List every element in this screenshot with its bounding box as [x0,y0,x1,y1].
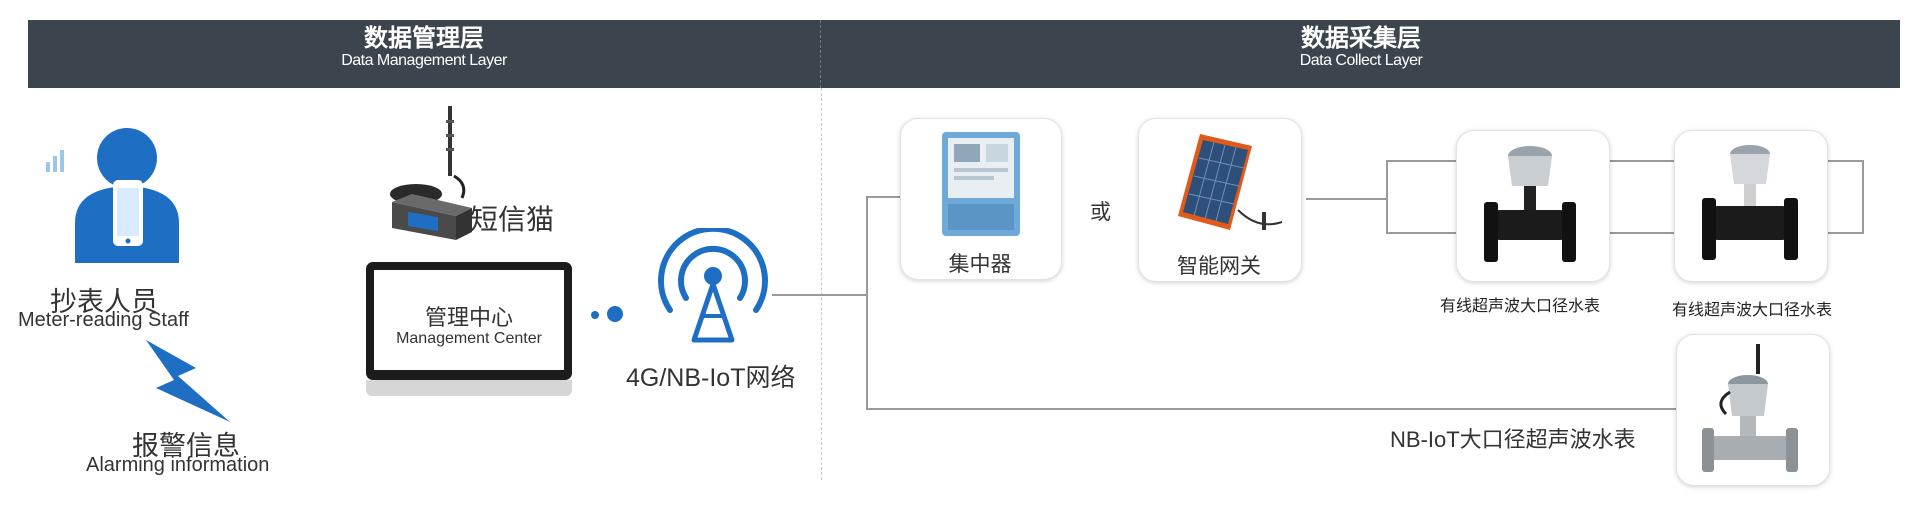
ultrasonic-meter2-icon [1702,145,1798,260]
meter1-link-line [1386,160,1458,162]
gateway-label: 智能网关 [1177,255,1261,278]
meter2-label: 有线超声波大口径水表 [1672,302,1833,319]
network-tower-icon [658,228,768,343]
meter2-tail-return [1828,232,1864,234]
gateway-link-line [1306,198,1386,200]
concentrator-device-icon [942,132,1020,236]
alarm-label-cn: 报警信息 [132,431,240,461]
network-link-line [772,294,866,296]
meter1-label: 有线超声波大口径水表 [1440,298,1601,315]
monitor-base [366,380,572,396]
monitor-screen [374,270,564,370]
or-label: 或 [1090,201,1111,224]
layer-divider [821,88,822,480]
meter1-return-line [1386,232,1458,234]
collect-layer-heading: 数据采集层 Data Collect Layer [822,26,1900,70]
meter-chain-line [1610,160,1674,162]
alarm-label-en: Alarming information [86,454,270,476]
connector-dot-small [591,311,599,319]
header-divider [820,20,821,88]
staff-person-icon [46,128,179,263]
meter2-tail-line [1828,160,1864,162]
meter2-tail-vertical [1862,160,1864,234]
solar-gateway-icon [1178,134,1283,230]
meter-chain-return-line [1610,232,1674,234]
meter-branch-line [1386,160,1388,234]
ultrasonic-meter1-icon [1484,146,1576,262]
management-layer-subtitle: Data Management Layer [341,52,507,69]
staff-label-en: Meter-reading Staff [18,309,189,331]
concentrator-label: 集中器 [948,253,1012,276]
layer-header-bar [28,20,1900,88]
nb-meter-link-line [866,408,1676,410]
nb-meter-label: NB-IoT大口径超声波水表 [1390,427,1636,452]
collect-layer-title: 数据采集层 [1301,25,1421,52]
management-center-label-en: Management Center [396,330,542,347]
network-label: 4G/NB-IoT网络 [626,364,796,392]
collect-bus-line [866,196,868,410]
management-layer-title: 数据管理层 [364,25,484,52]
nb-iot-meter-icon [1702,344,1798,472]
connector-dot-large [607,306,623,322]
collect-layer-subtitle: Data Collect Layer [1299,52,1423,69]
management-center-label-cn: 管理中心 [424,305,513,330]
sms-modem-label: 短信猫 [470,204,555,235]
concentrator-link-line [866,196,900,198]
alarm-lightning-icon [146,340,230,422]
sms-modem-icon [390,106,472,240]
management-layer-heading: 数据管理层 Data Management Layer [28,26,820,70]
staff-label-cn: 抄表人员 [50,287,158,317]
